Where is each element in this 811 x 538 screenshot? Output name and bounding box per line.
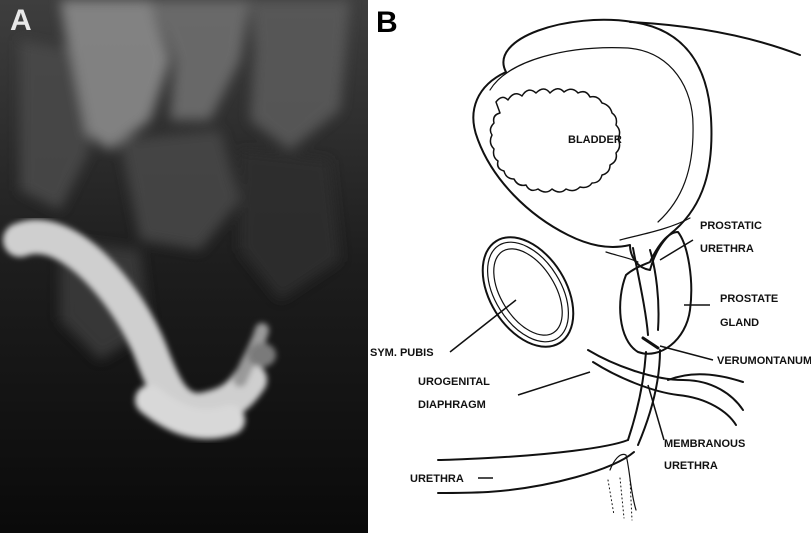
anatomy-diagram-panel: BLADDER PROSTATIC URETHRA PROSTATE GLAND… (368, 0, 811, 533)
sym-pubis-mid (471, 228, 585, 356)
panel-a-letter: A (10, 6, 32, 36)
label-verumontanum: VERUMONTANUM (717, 355, 811, 367)
label-prostate-gland-2: GLAND (720, 317, 759, 329)
panel-b-letter: B (376, 8, 398, 38)
label-prostate-gland-1: PROSTATE (720, 293, 778, 305)
leader-verumontanum (660, 346, 713, 360)
label-urogenital-2: DIAPHRAGM (418, 399, 486, 411)
label-urogenital-1: UROGENITAL (418, 376, 490, 388)
label-prostatic-urethra-2: URETHRA (700, 243, 754, 255)
label-membranous-2: URETHRA (664, 460, 718, 472)
membranous-urethra (628, 352, 646, 440)
verumontanum-mark (643, 338, 658, 348)
anatomy-diagram: BLADDER PROSTATIC URETHRA PROSTATE GLAND… (368, 0, 811, 533)
leader-urogenital (518, 372, 590, 395)
radiograph-image (0, 0, 368, 533)
sym-pubis-inner (480, 237, 577, 347)
penile-urethra-upper (438, 440, 628, 460)
label-sym-pubis: SYM. PUBIS (370, 347, 434, 359)
label-urethra: URETHRA (410, 473, 464, 485)
label-membranous-1: MEMBRANOUS (664, 438, 745, 450)
sym-pubis-outer (464, 221, 592, 363)
radiograph-panel: A (0, 0, 368, 533)
label-prostatic-urethra-1: PROSTATIC (700, 220, 762, 232)
label-bladder: BLADDER (568, 134, 622, 146)
